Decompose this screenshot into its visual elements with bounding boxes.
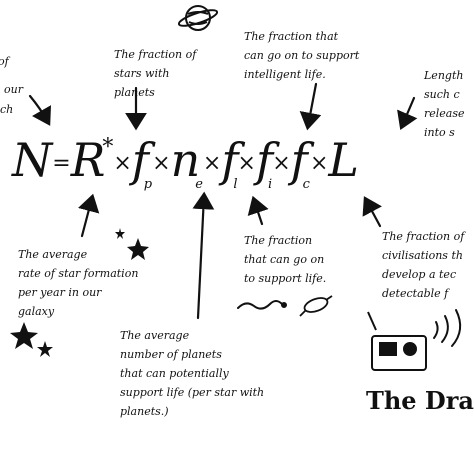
note-left-top-b: our	[4, 83, 23, 96]
arrow-to-rstar	[78, 193, 100, 238]
star-icon	[10, 228, 149, 357]
note-length-of-time: Length such c release into s	[424, 69, 465, 139]
equation-fp: f	[131, 133, 149, 187]
page-title: The Drake	[366, 386, 474, 415]
equation-times-1: ×	[113, 151, 131, 176]
equation-sub-p: p	[143, 177, 152, 192]
equation-equals: =	[52, 151, 70, 176]
note-fraction-stars-with-planets: The fraction of stars with planets	[114, 48, 197, 99]
note-fraction-life: The fraction that can go on to support l…	[244, 234, 327, 285]
note-fraction-intelligent-life: The fraction that can go on to support i…	[244, 30, 360, 81]
equation-times-4: ×	[237, 151, 256, 176]
note-left-top-c: ch	[0, 103, 14, 116]
equation-sub-i: i	[268, 177, 272, 192]
equation-times-2: ×	[152, 151, 170, 176]
planet-icon	[177, 5, 219, 31]
arrow-to-fc	[362, 196, 382, 228]
arrow-to-l	[397, 96, 418, 131]
arrow-to-n	[28, 94, 52, 126]
equation-sub-c: c	[302, 177, 310, 192]
equation-sub-e: e	[195, 177, 203, 192]
arrow-to-fi	[299, 82, 322, 131]
equation-times-6: ×	[309, 151, 328, 176]
note-planets-supporting-life: The average number of planets that can p…	[120, 329, 265, 418]
note-fraction-civilisations: The fraction of civilisations th develop…	[382, 230, 465, 300]
equation-l: L	[328, 133, 359, 187]
equation-n: N	[12, 133, 52, 187]
note-star-formation-rate: The average rate of star formation per y…	[18, 248, 139, 318]
sound-waves-icon	[433, 309, 462, 347]
equation-times-5: ×	[272, 151, 290, 176]
arrow-to-fl	[247, 195, 269, 226]
equation-fi: f	[255, 133, 273, 187]
equation-times-3: ×	[202, 151, 221, 176]
arrow-to-ne	[192, 191, 215, 320]
worm-icon	[237, 300, 287, 310]
equation-fc: f	[290, 133, 308, 187]
equation-r: R	[70, 133, 106, 187]
cell-icon	[299, 295, 333, 317]
equation-star: *	[102, 135, 113, 160]
note-left-top-a: of	[0, 55, 9, 68]
equation-ne: n	[170, 133, 201, 187]
equation-fl: f	[221, 133, 238, 187]
radio-icon	[367, 311, 427, 371]
equation-sub-l: l	[233, 177, 237, 192]
drake-equation: N=R*×fp×ne×fl×fi×fc×L	[12, 118, 359, 215]
